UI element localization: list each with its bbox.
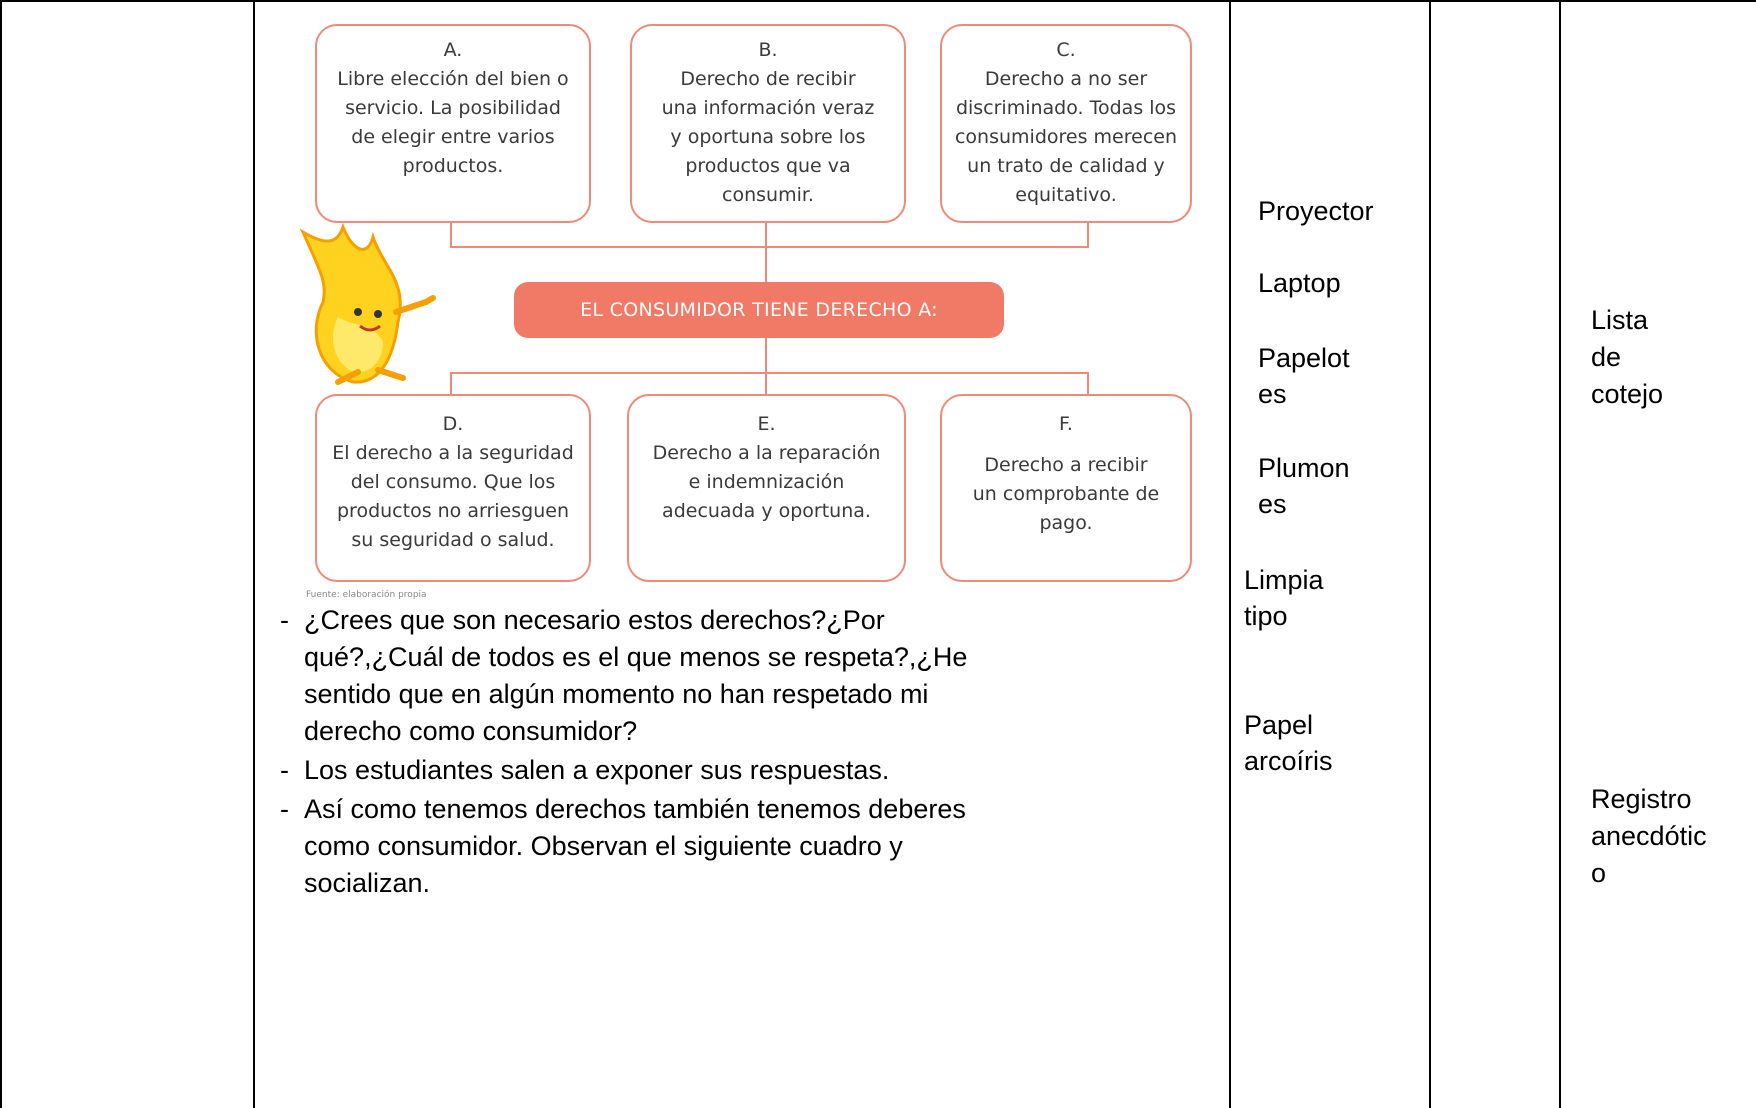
connector-d xyxy=(450,372,452,394)
resource-proyector: Proyector xyxy=(1258,196,1374,226)
connector-bottom-bar xyxy=(450,372,1089,374)
resource-papel-arcoiris: Papel arcoíris xyxy=(1244,710,1333,776)
activity-list: ¿Crees que son necesario estos derechos?… xyxy=(280,602,1110,904)
connector-f xyxy=(1087,372,1089,394)
connector-top-stem xyxy=(765,246,767,282)
activity-item: ¿Crees que son necesario estos derechos?… xyxy=(280,602,1110,750)
column-divider-1 xyxy=(253,0,255,1108)
column-divider-2 xyxy=(1229,0,1231,1108)
right-box-f: F. Derecho a recibir un comprobante de p… xyxy=(940,394,1192,582)
right-text-a: Libre elección del bien o servicio. La p… xyxy=(337,68,569,177)
right-text-f: Derecho a recibir un comprobante de pago… xyxy=(972,454,1160,534)
column-divider-4 xyxy=(1559,0,1561,1108)
right-text-e: Derecho a la reparación e indemnización … xyxy=(652,442,881,522)
right-text-c: Derecho a no ser discriminado. Todas los… xyxy=(954,68,1177,206)
instrument-lista-cotejo: Lista de cotejo xyxy=(1591,305,1664,409)
connector-a xyxy=(450,222,452,248)
resource-limpiatipo: Limpia tipo xyxy=(1244,565,1324,631)
resource-laptop: Laptop xyxy=(1258,268,1341,298)
activity-item: Los estudiantes salen a exponer sus resp… xyxy=(280,752,1110,789)
consumer-rights-diagram: A. Libre elección del bien o servicio. L… xyxy=(290,0,1210,600)
right-text-b: Derecho de recibir una información veraz… xyxy=(661,68,875,206)
right-box-d: D. El derecho a la seguridad del consumo… xyxy=(315,394,591,582)
connector-e xyxy=(765,372,767,394)
right-box-a: A. Libre elección del bien o servicio. L… xyxy=(315,24,591,223)
right-letter-f: F. xyxy=(1059,413,1073,435)
table-top-border xyxy=(0,0,1756,2)
connector-c xyxy=(1087,222,1089,248)
right-letter-e: E. xyxy=(757,413,776,435)
connector-b xyxy=(765,222,767,248)
column-divider-3 xyxy=(1429,0,1431,1108)
source-note: Fuente: elaboración propia xyxy=(306,590,427,600)
activity-item: Así como tenemos derechos también tenemo… xyxy=(280,791,1110,902)
center-heading: EL CONSUMIDOR TIENE DERECHO A: xyxy=(514,282,1004,338)
right-letter-d: D. xyxy=(442,413,464,435)
right-box-e: E. Derecho a la reparación e indemnizaci… xyxy=(627,394,906,582)
right-letter-c: C. xyxy=(1056,39,1076,61)
connector-bottom-stem xyxy=(765,338,767,374)
table-border-left xyxy=(0,0,2,1108)
right-letter-a: A. xyxy=(443,39,463,61)
flame-mascot-icon xyxy=(299,222,436,385)
connector-top-bar xyxy=(450,246,1089,248)
right-letter-b: B. xyxy=(758,39,778,61)
right-box-b: B. Derecho de recibir una información ve… xyxy=(630,24,906,223)
resource-plumones: Plumon es xyxy=(1258,453,1350,519)
right-text-d: El derecho a la seguridad del consumo. Q… xyxy=(332,442,574,551)
resource-papelotes: Papelot es xyxy=(1258,343,1350,409)
right-box-c: C. Derecho a no ser discriminado. Todas … xyxy=(940,24,1192,223)
instrument-registro-anecdotico: Registro anecdótic o xyxy=(1591,784,1707,888)
